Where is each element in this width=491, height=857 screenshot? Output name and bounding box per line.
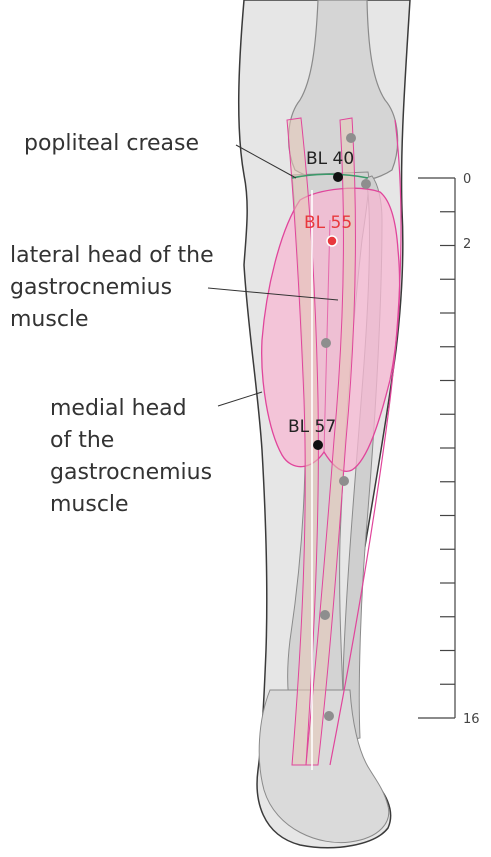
acupoint-dot <box>339 476 349 486</box>
medial-head-leader-line <box>218 392 262 406</box>
lateral-head-label-line3: muscle <box>10 307 89 332</box>
acupoint-dot <box>320 610 330 620</box>
acupoint-bl57-dot[interactable] <box>313 440 323 450</box>
lateral-head-label-line2: gastrocnemius <box>10 275 172 300</box>
acupoint-bl55-label: BL 55 <box>304 213 352 233</box>
acupoint-dot <box>361 179 371 189</box>
acupoint-dot <box>324 711 334 721</box>
acupoint-dot <box>321 338 331 348</box>
acupoint-bl40-label: BL 40 <box>306 149 354 169</box>
measurement-scale <box>418 178 455 718</box>
medial-head-label-line1: medial head <box>50 396 187 421</box>
scale-label-2: 2 <box>463 237 471 252</box>
lateral-head-label-line1: lateral head of the <box>10 243 214 268</box>
medial-head-label-line4: muscle <box>50 492 129 517</box>
medial-head-label-line2: of the <box>50 428 114 453</box>
popliteal-crease-label: popliteal crease <box>24 131 199 156</box>
scale-label-16: 16 <box>463 712 480 727</box>
medial-head-label-line3: gastrocnemius <box>50 460 212 485</box>
acupoint-bl57-label: BL 57 <box>288 417 336 437</box>
acupoint-bl40-dot[interactable] <box>333 172 343 182</box>
scale-label-0: 0 <box>463 172 471 187</box>
acupoint-bl55-dot[interactable] <box>327 236 337 246</box>
acupoint-dot <box>346 133 356 143</box>
